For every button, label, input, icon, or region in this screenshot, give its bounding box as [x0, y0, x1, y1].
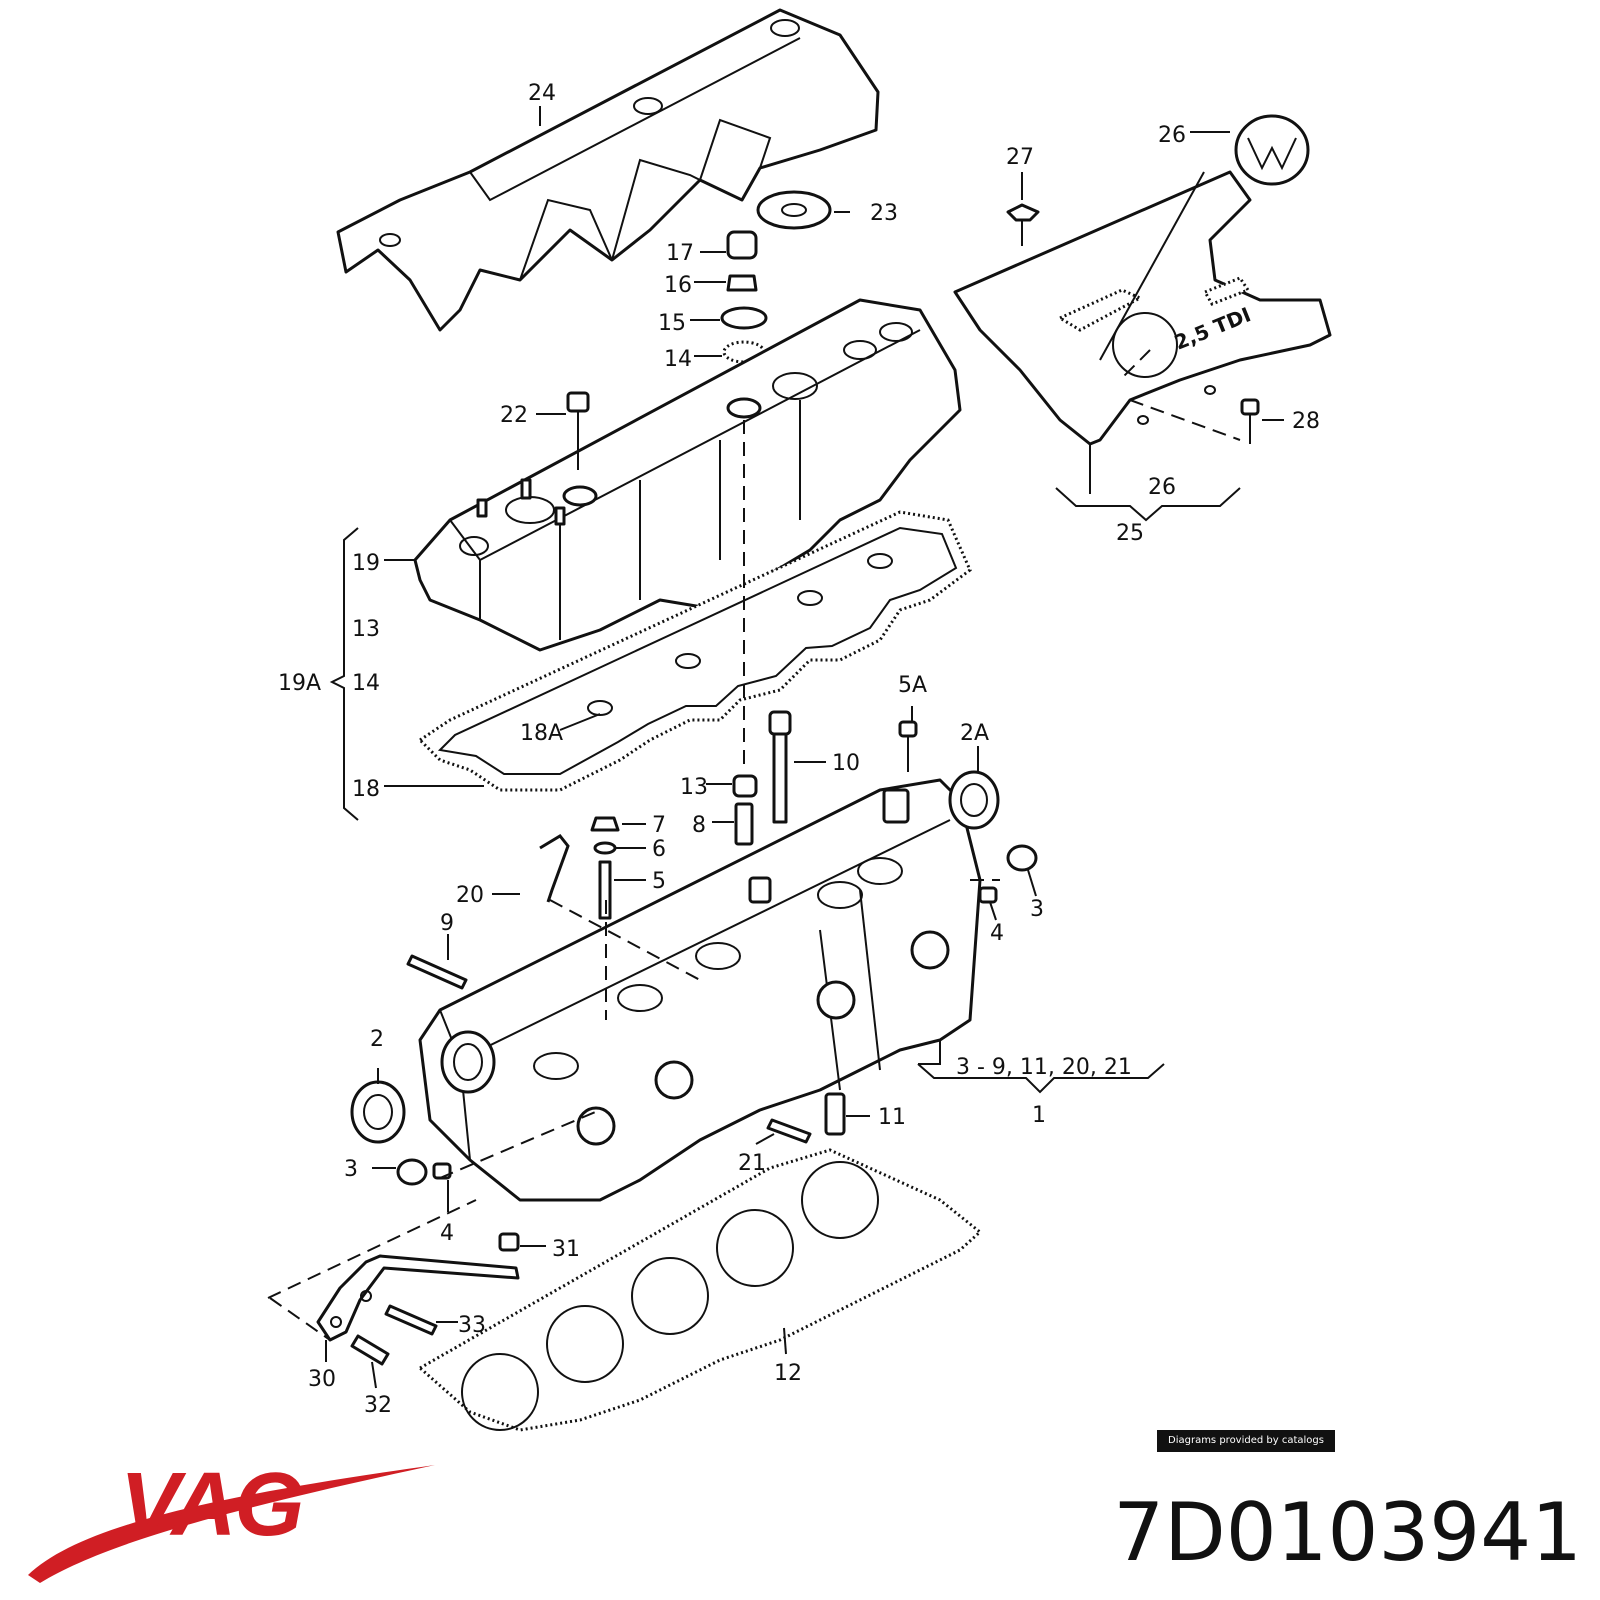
alignment-lines	[267, 349, 1241, 1341]
callout-5: 5	[652, 869, 666, 894]
part-9-stud	[406, 954, 468, 990]
part-11-sleeve	[824, 1092, 846, 1136]
part-number: 7D0103941	[1113, 1486, 1582, 1579]
callout-2: 2	[370, 1027, 384, 1052]
part-18-gasket	[417, 510, 972, 792]
callout-8: 8	[692, 813, 706, 838]
callout-15: 15	[658, 311, 686, 336]
part-20-pipe	[539, 834, 570, 903]
part-16-nut	[726, 274, 758, 292]
part-5A-bolt	[898, 720, 918, 772]
callout-20: 20	[456, 883, 484, 908]
callout-17: 17	[666, 241, 694, 266]
callout-3-left: 3	[344, 1157, 358, 1182]
part-5-stud	[598, 860, 612, 920]
part-31-bolt	[498, 1232, 520, 1252]
callout-21: 21	[738, 1151, 766, 1176]
part-30-bracket	[316, 1254, 520, 1342]
callout-11: 11	[878, 1105, 906, 1130]
part-19-head-cover	[413, 298, 962, 652]
part-15-washer	[720, 306, 768, 330]
part-24-cover	[336, 8, 880, 332]
studs	[476, 478, 566, 526]
callout-14-bracket: 14	[352, 671, 380, 696]
part-12-head-gasket	[417, 1148, 983, 1432]
part-1-cylinder-head	[418, 778, 982, 1202]
callout-28: 28	[1292, 409, 1320, 434]
vag-logo: VAG	[120, 1455, 304, 1555]
part-8-stud	[734, 802, 754, 846]
callout-31: 31	[552, 1237, 580, 1262]
leader-lines	[325, 106, 1284, 1389]
callout-14-top: 14	[664, 347, 692, 372]
callout-18: 18	[352, 777, 380, 802]
part-7-nut	[590, 816, 620, 832]
part-13-cap	[732, 774, 758, 798]
part-21-stud	[766, 1118, 812, 1144]
callout-33: 33	[458, 1313, 486, 1338]
callout-labels: 24 23 17 16 15 14 22 19 13 19A 14 18A 18…	[278, 81, 1320, 1418]
part-2A-seal	[948, 770, 1000, 830]
part-10-bolt	[768, 710, 792, 824]
callout-19: 19	[352, 551, 380, 576]
callout-7: 7	[652, 813, 666, 838]
callout-13-bracket: 13	[352, 617, 380, 642]
callout-27: 27	[1006, 145, 1034, 170]
part-22-bolt	[566, 391, 590, 470]
callout-12: 12	[774, 1361, 802, 1386]
callout-22: 22	[500, 403, 528, 428]
callout-16: 16	[664, 273, 692, 298]
part-27-stud	[1006, 203, 1040, 246]
part-4-plug-right	[978, 886, 998, 904]
callout-19A: 19A	[278, 671, 321, 696]
callout-25: 25	[1116, 521, 1144, 546]
callout-9: 9	[440, 911, 454, 936]
callout-18A: 18A	[520, 721, 563, 746]
callout-26-emblem: 26	[1158, 123, 1186, 148]
part-28-bolt	[1240, 398, 1260, 444]
part-4-plug-left	[432, 1162, 452, 1180]
callout-4-left: 4	[440, 1221, 454, 1246]
part-23-grommet	[756, 190, 832, 230]
callout-30: 30	[308, 1367, 336, 1392]
callout-32: 32	[364, 1393, 392, 1418]
part-25-engine-cover: 2,5 TDI	[953, 170, 1332, 446]
callout-4-right: 4	[990, 921, 1004, 946]
part-6-washer	[593, 841, 617, 855]
callout-5A: 5A	[898, 673, 927, 698]
part-26-emblem	[1234, 114, 1310, 186]
callout-13: 13	[680, 775, 708, 800]
part-17-cap	[726, 230, 758, 260]
callout-10: 10	[832, 751, 860, 776]
callout-1: 1	[1032, 1103, 1046, 1128]
part-2-seal	[350, 1080, 406, 1144]
callout-2A: 2A	[960, 721, 989, 746]
callout-26-group: 26	[1148, 475, 1176, 500]
callout-6: 6	[652, 837, 666, 862]
callout-24: 24	[528, 81, 556, 106]
part-3-plug-left	[396, 1158, 428, 1186]
part-3-plug-right	[1006, 844, 1038, 872]
callout-3-right: 3	[1030, 897, 1044, 922]
part-33-stud	[384, 1304, 438, 1336]
callout-23: 23	[870, 201, 898, 226]
callout-3-9-group: 3 - 9, 11, 20, 21	[956, 1055, 1132, 1080]
diagram-credit: Diagrams provided by catalogs parts	[1157, 1430, 1335, 1468]
part-32-bolt	[350, 1334, 390, 1366]
